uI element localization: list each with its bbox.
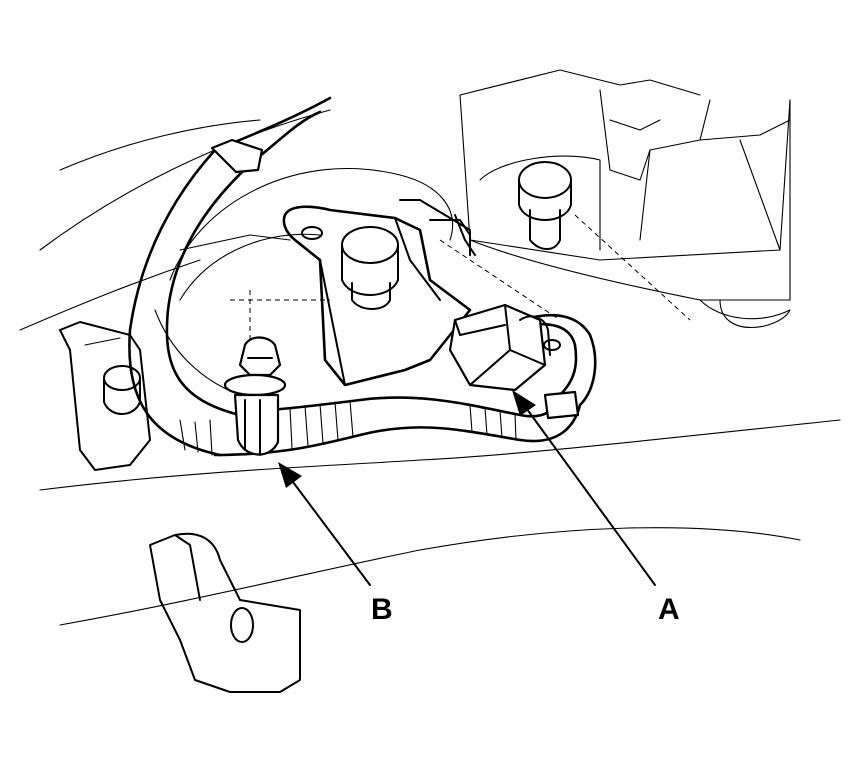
lower-crossmember [39, 419, 841, 693]
arrow-to-clip [278, 462, 371, 586]
callout-b-label: B [371, 593, 393, 626]
leader-arrows [278, 390, 656, 586]
harness-clip [223, 336, 287, 456]
arrow-to-connector [512, 390, 656, 586]
upper-right-bolt [518, 161, 572, 250]
engine-block-outline [19, 69, 791, 331]
connector [448, 303, 561, 392]
housing [154, 167, 454, 396]
wire-harness [128, 96, 597, 457]
mounting-bracket [282, 199, 476, 387]
callout-a-label: A [658, 593, 680, 626]
